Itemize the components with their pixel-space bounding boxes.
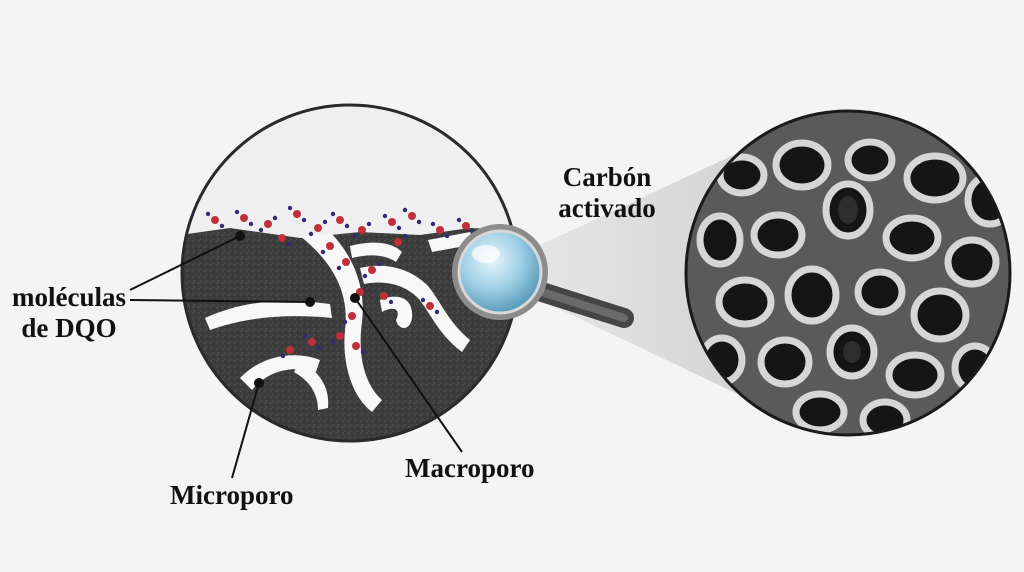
sem-micrograph (686, 111, 1010, 435)
sem-micrograph-border (684, 109, 1012, 437)
activated-carbon-label-line-1: Carbón (562, 162, 652, 192)
macropore-leader-line (354, 297, 463, 453)
molecule-leader-line-2 (129, 299, 311, 303)
cod-molecules-label: moléculas de DQO (6, 282, 132, 344)
macropore-channels (205, 232, 476, 412)
cod-molecules-label-line-2: de DQO (21, 313, 117, 343)
magnifier-icon (452, 224, 634, 328)
cod-molecules-label-line-1: moléculas (12, 282, 126, 312)
activated-carbon-label: Carbón activado (557, 162, 657, 224)
cod-molecules (205, 205, 476, 359)
pore-schematic (182, 105, 518, 441)
micropore-leader-line (231, 382, 260, 479)
molecule-leader-line-1 (129, 235, 241, 291)
activated-carbon-label-line-2: activado (558, 193, 656, 223)
micropore-label: Microporo (170, 480, 294, 510)
macropore-label: Macroporo (405, 453, 535, 483)
